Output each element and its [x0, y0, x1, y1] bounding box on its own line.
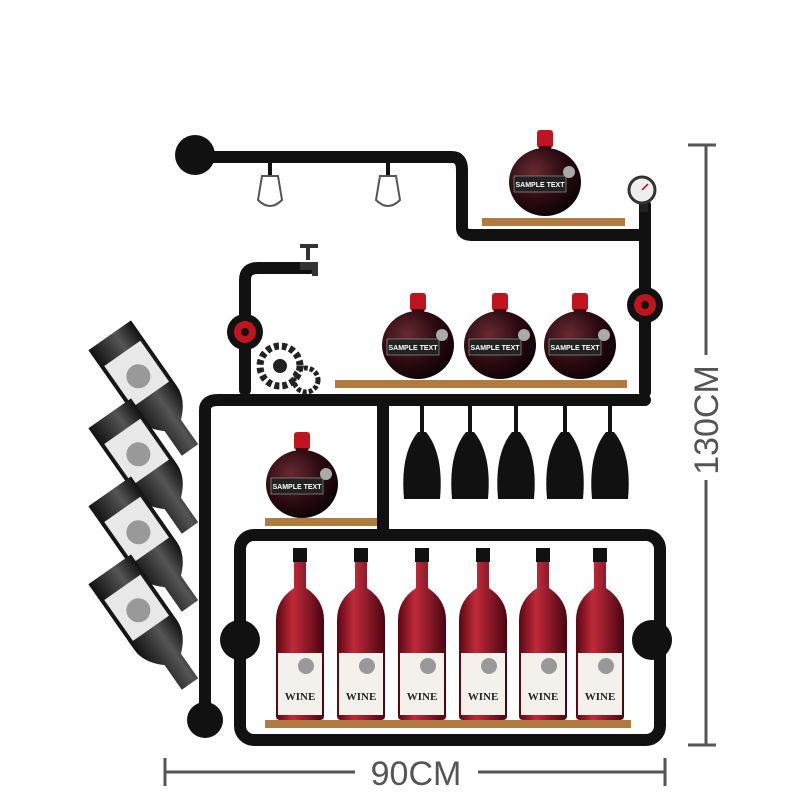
liquor-jar: SAMPLE TEXT [265, 431, 339, 519]
pipe-end-cap [187, 702, 223, 738]
bottle-label-text: WINE [468, 691, 499, 703]
bottle-label-text: WINE [585, 691, 616, 703]
pressure-gauge [627, 175, 657, 212]
jar-label-text: SAMPLE TEXT [388, 345, 438, 352]
wine-glass [591, 404, 629, 499]
bottle-label-text: WINE [285, 691, 316, 703]
wine-bottle: WINE [337, 548, 385, 720]
wine-bottle: WINE [398, 548, 446, 720]
edison-bulb [256, 163, 284, 207]
wood-shelf-bottom [265, 720, 631, 728]
liquor-jar: SAMPLE TEXT [381, 292, 455, 380]
faucet [300, 244, 318, 276]
wood-shelf-small [265, 518, 377, 526]
wine-glass [497, 404, 535, 499]
jar-label-text: SAMPLE TEXT [515, 182, 565, 189]
wood-shelf-top [482, 218, 625, 226]
wine-bottle: WINE [459, 548, 507, 720]
liquor-jar: SAMPLE TEXT [463, 292, 537, 380]
liquor-jar: SAMPLE TEXT [543, 292, 617, 380]
liquor-jar: SAMPLE TEXT [508, 129, 582, 217]
jar-label-text: SAMPLE TEXT [272, 484, 322, 491]
wine-bottle: WINE [519, 548, 567, 720]
bottle-label-text: WINE [528, 691, 559, 703]
wine-bottle: WINE [576, 548, 624, 720]
valve-wheel [227, 314, 263, 350]
pipe-end-cap [632, 620, 672, 660]
gears [256, 342, 321, 395]
edison-bulb [374, 163, 402, 207]
width-label: 90CM [371, 755, 462, 793]
wine-glass [451, 404, 489, 499]
bottle-label-text: WINE [346, 691, 377, 703]
jar-label-text: SAMPLE TEXT [470, 345, 520, 352]
pipe-end-cap [175, 135, 215, 175]
wine-bottle: WINE [276, 548, 324, 720]
height-dimension [688, 143, 716, 747]
pipe-end-cap [220, 620, 260, 660]
bottle-label-text: WINE [407, 691, 438, 703]
wine-glass [403, 404, 441, 499]
jar-label-text: SAMPLE TEXT [550, 345, 600, 352]
valve-wheel [627, 287, 663, 323]
height-label: 130CM [688, 365, 726, 475]
width-dimension [163, 758, 667, 786]
wood-shelf-middle [335, 380, 627, 388]
wine-glass [546, 404, 584, 499]
